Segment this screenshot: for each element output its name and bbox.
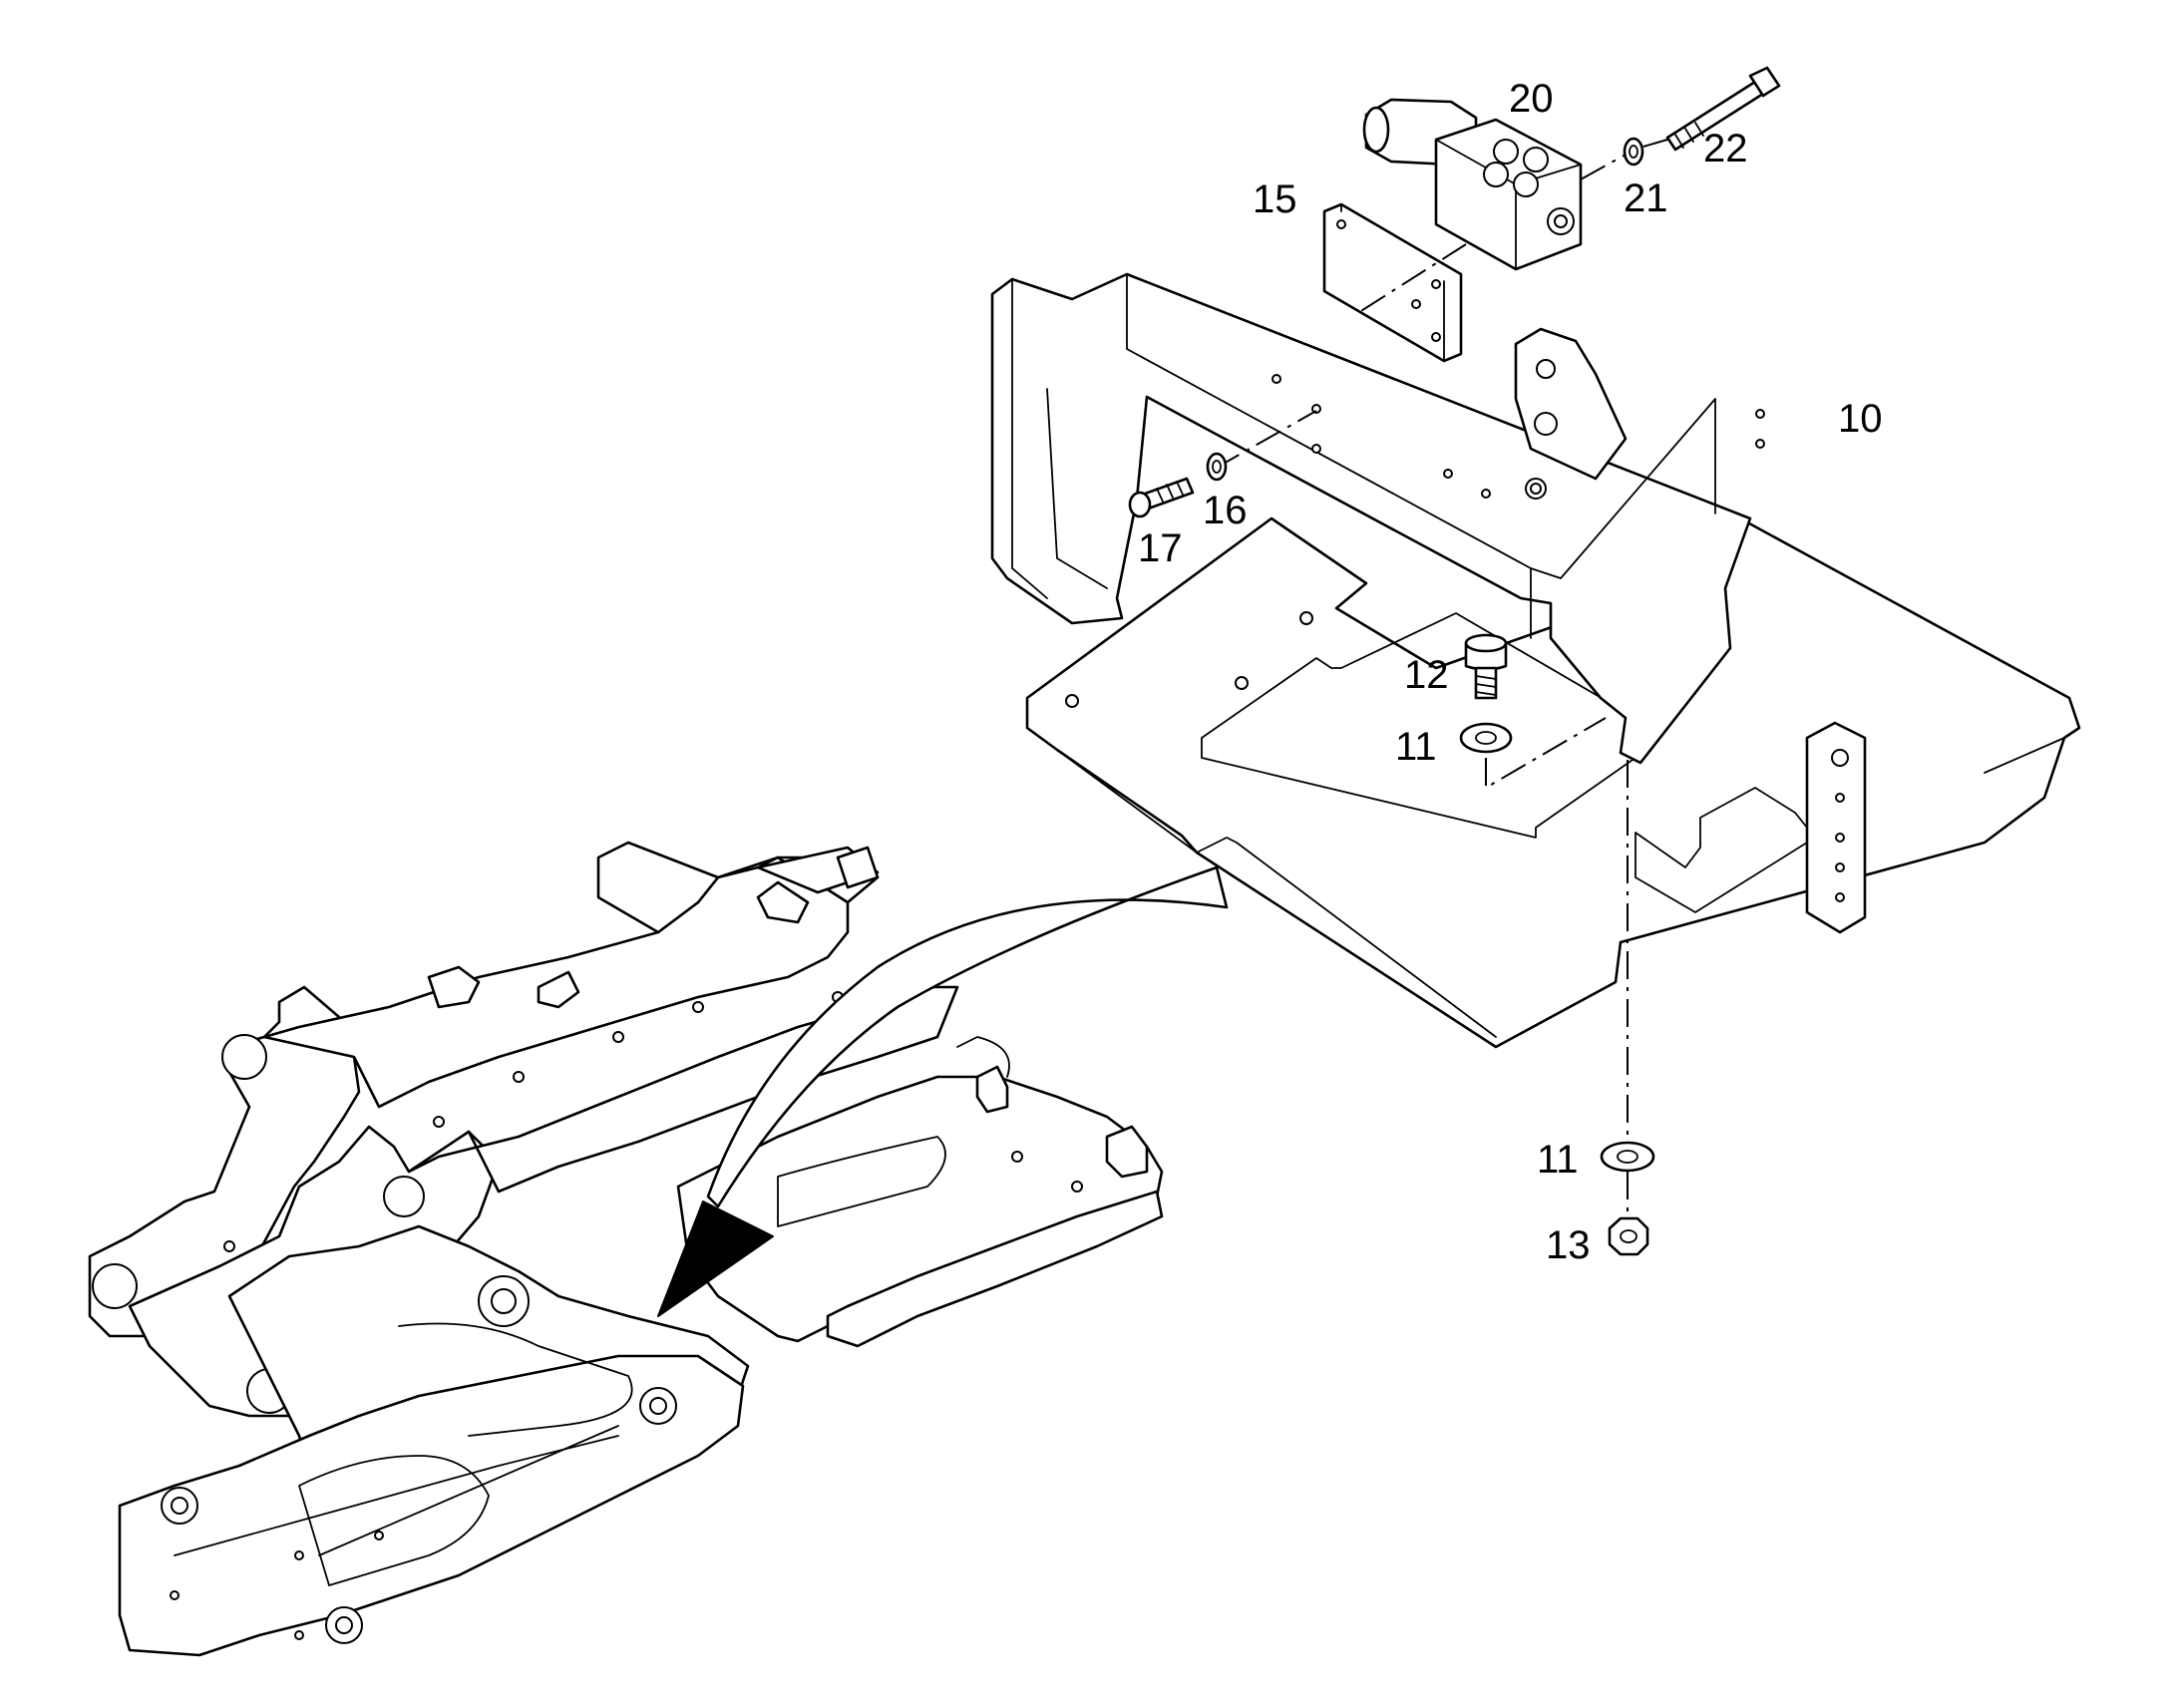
callout-13: 13 xyxy=(1546,1223,1591,1267)
callout-20: 20 xyxy=(1509,77,1554,121)
callout-16: 16 xyxy=(1203,489,1248,532)
callout-21: 21 xyxy=(1624,176,1668,220)
callout-11-top: 11 xyxy=(1395,725,1437,769)
nut-part-13 xyxy=(1608,1216,1649,1256)
bolt-part-22 xyxy=(1665,66,1781,152)
washer-part-11-top xyxy=(1459,722,1513,754)
callout-17: 17 xyxy=(1138,526,1183,570)
washer-part-16 xyxy=(1206,452,1228,482)
plate-part-15 xyxy=(1322,202,1463,363)
machine-frame-overview xyxy=(88,841,1164,1657)
valve-block-part-20 xyxy=(1362,98,1583,271)
callout-22: 22 xyxy=(1703,127,1748,171)
washer-part-11-bottom xyxy=(1600,1141,1655,1173)
location-arrow xyxy=(657,865,1229,1317)
callout-15: 15 xyxy=(1253,177,1297,221)
washer-part-21 xyxy=(1623,137,1644,167)
screw-part-12 xyxy=(1464,633,1508,700)
screw-part-17 xyxy=(1128,477,1195,518)
bracket-part-10 xyxy=(990,272,2081,1049)
callout-11-bottom: 11 xyxy=(1537,1138,1579,1182)
callout-10: 10 xyxy=(1838,397,1883,441)
callout-12: 12 xyxy=(1404,653,1449,697)
